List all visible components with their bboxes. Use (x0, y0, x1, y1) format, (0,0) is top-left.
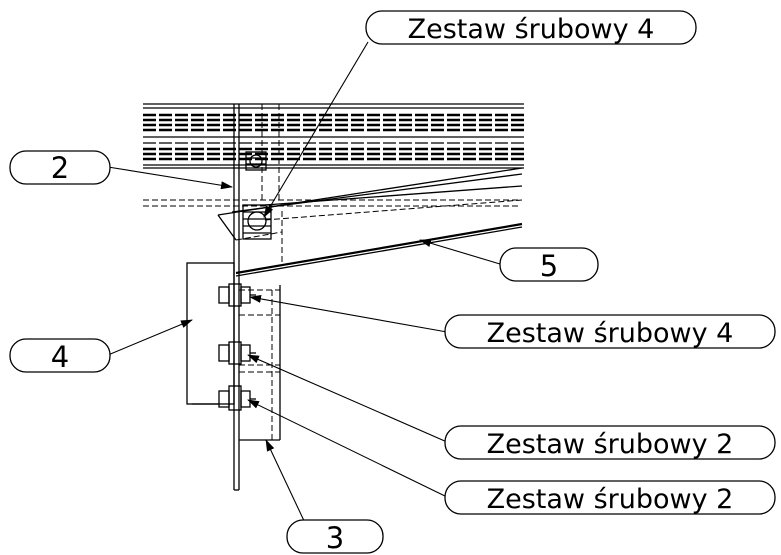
leader-part-4 (107, 319, 193, 356)
bolt-row-1 (218, 283, 256, 307)
callout-part-2: 2 (9, 150, 111, 185)
bolt-upper (245, 151, 267, 171)
callout-part-5: 5 (499, 247, 599, 283)
callout-label: 5 (540, 249, 558, 283)
callout-part-3: 3 (286, 519, 384, 555)
leader-lower-bolt-a (247, 354, 448, 443)
callout-label: 3 (326, 521, 344, 555)
callout-label: 2 (51, 151, 69, 185)
callout-lower-bolt-a: Zestaw śrubowy 2 (444, 425, 776, 460)
callout-label: Zestaw śrubowy 4 (487, 318, 734, 349)
leader-lower-bolt-b (247, 399, 448, 498)
callout-lower-bolt-b: Zestaw śrubowy 2 (444, 480, 776, 515)
callout-top-bolt: Zestaw śrubowy 4 (365, 10, 697, 45)
callout-part-4: 4 (9, 338, 111, 374)
side-plate (186, 262, 235, 405)
leader-part-2 (107, 166, 233, 190)
callout-label: 4 (51, 340, 69, 374)
leader-lines (107, 41, 501, 526)
callout-label: Zestaw śrubowy 2 (487, 484, 734, 515)
leader-part-5 (419, 239, 501, 265)
bolt-row-2 (218, 341, 256, 365)
bolt-beam (242, 204, 272, 240)
bolt-row-3 (192, 385, 256, 411)
inclined-beam (217, 167, 523, 277)
leader-part-3 (265, 439, 307, 526)
callout-label: Zestaw śrubowy 4 (408, 14, 655, 45)
leader-top-bolt (263, 41, 369, 218)
grating-deck (143, 103, 524, 207)
callout-mid-bolt: Zestaw śrubowy 4 (444, 314, 776, 349)
callout-label: Zestaw śrubowy 2 (487, 429, 734, 460)
leader-mid-bolt (249, 294, 448, 333)
